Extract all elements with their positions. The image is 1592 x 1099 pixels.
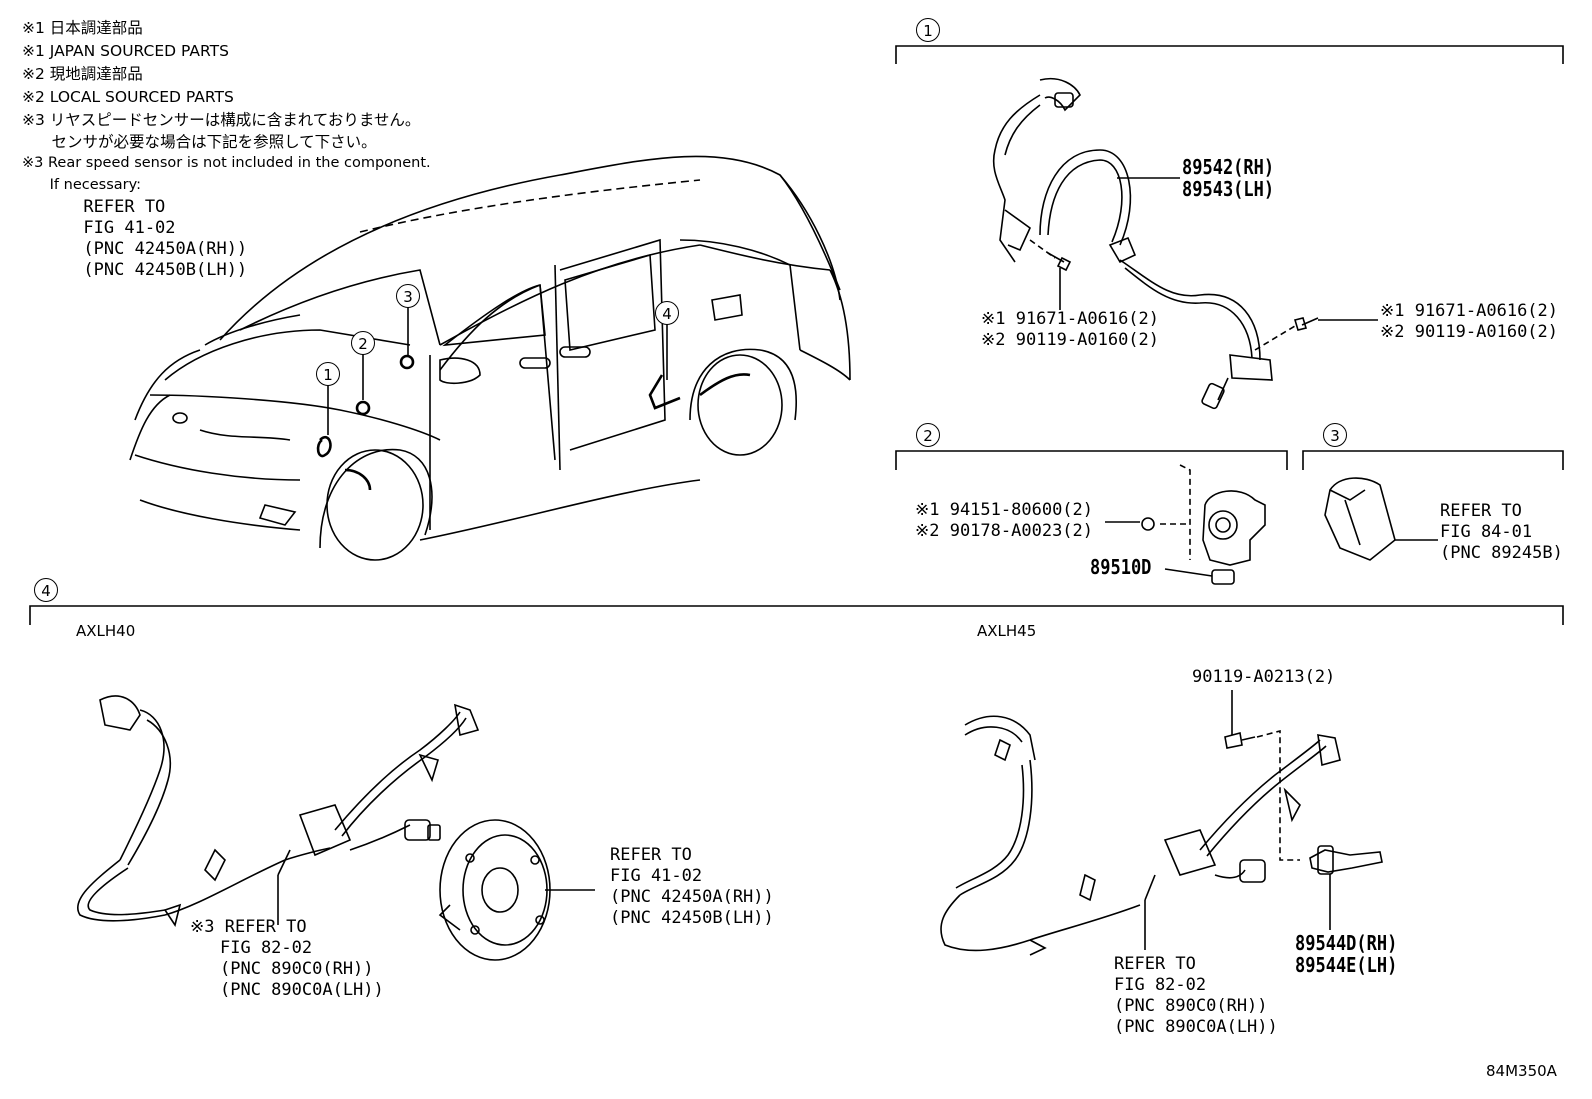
note-line: FIG 41-02 [22, 218, 176, 238]
note-line: (PNC 42450B(LH)) [22, 260, 248, 280]
callout-3-vehicle: 3 [396, 284, 420, 308]
reference-text: (PNC 890C0A(LH)) [1114, 1017, 1278, 1037]
part-number-rh: 89542(RH) [1182, 155, 1275, 179]
callout-4-vehicle: 4 [655, 301, 679, 325]
sensor-part-number-lh: 89544E(LH) [1295, 953, 1398, 977]
reference-text: FIG 84-01 [1440, 522, 1533, 542]
note-line: ※3 Rear speed sensor is not included in … [22, 155, 431, 171]
callout-3-header: 3 [1323, 423, 1347, 447]
bolt-part-number: ※1 91671-A0616(2) [1380, 301, 1559, 321]
reference-text: (PNC 42450B(LH)) [610, 908, 774, 928]
yaw-sensor-drawing [1105, 464, 1266, 585]
reference-text: FIG 41-02 [610, 866, 703, 886]
axle-hub-drawing [438, 819, 551, 961]
bolt-part-number: 90119-A0213(2) [1192, 667, 1336, 687]
bolt-part-number: ※1 91671-A0616(2) [981, 309, 1160, 329]
axlh45-harness-drawing [940, 690, 1383, 956]
callout-2-vehicle: 2 [351, 331, 375, 355]
reference-text: REFER TO [1114, 954, 1196, 974]
figure-code: 84M350A [1486, 1062, 1557, 1080]
section-brackets [29, 45, 1564, 625]
note-line: ※2 LOCAL SOURCED PARTS [22, 88, 234, 106]
nut-part-number: ※2 90178-A0023(2) [915, 521, 1094, 541]
nut-part-number: ※1 94151-80600(2) [915, 500, 1094, 520]
reference-text: REFER TO [610, 845, 692, 865]
reference-text: FIG 82-02 [220, 938, 313, 958]
note-line: ※3 リヤスピードセンサーは構成に含まれておりません。 [22, 111, 421, 129]
reference-text: FIG 82-02 [1114, 975, 1207, 995]
axlh40-harness-drawing [77, 695, 595, 961]
note-line: ※1 JAPAN SOURCED PARTS [22, 42, 229, 60]
front-speed-sensor-drawing [992, 77, 1378, 410]
vehicle-drawing [129, 155, 851, 561]
note-line: (PNC 42450A(RH)) [22, 239, 248, 259]
note-line: ※2 現地調達部品 [22, 65, 143, 83]
sensor-part-number-rh: 89544D(RH) [1295, 931, 1398, 955]
module-drawing [1324, 477, 1438, 561]
reference-text: (PNC 890C0(RH)) [220, 959, 374, 979]
bolt-part-number: ※2 90119-A0160(2) [981, 330, 1160, 350]
note-line: REFER TO [22, 197, 166, 217]
variant-label: AXLH45 [977, 622, 1037, 640]
callout-1-vehicle: 1 [316, 362, 340, 386]
reference-text: (PNC 42450A(RH)) [610, 887, 774, 907]
variant-label: AXLH40 [76, 622, 136, 640]
bolt-part-number: ※2 90119-A0160(2) [1380, 322, 1559, 342]
note-line: センサが必要な場合は下記を参照して下さい。 [22, 133, 377, 151]
callout-1-header: 1 [916, 18, 940, 42]
reference-text: REFER TO [1440, 501, 1522, 521]
reference-text: (PNC 89245B) [1440, 543, 1563, 563]
callout-2-header: 2 [916, 423, 940, 447]
yaw-sensor-part-number: 89510D [1090, 555, 1152, 579]
reference-text: ※3 REFER TO [190, 917, 307, 937]
callout-4-header: 4 [34, 578, 58, 602]
note-line: If necessary: [22, 177, 142, 193]
reference-text: (PNC 890C0(RH)) [1114, 996, 1268, 1016]
note-line: ※1 日本調達部品 [22, 19, 143, 37]
part-number-lh: 89543(LH) [1182, 177, 1275, 201]
reference-text: (PNC 890C0A(LH)) [220, 980, 384, 1000]
